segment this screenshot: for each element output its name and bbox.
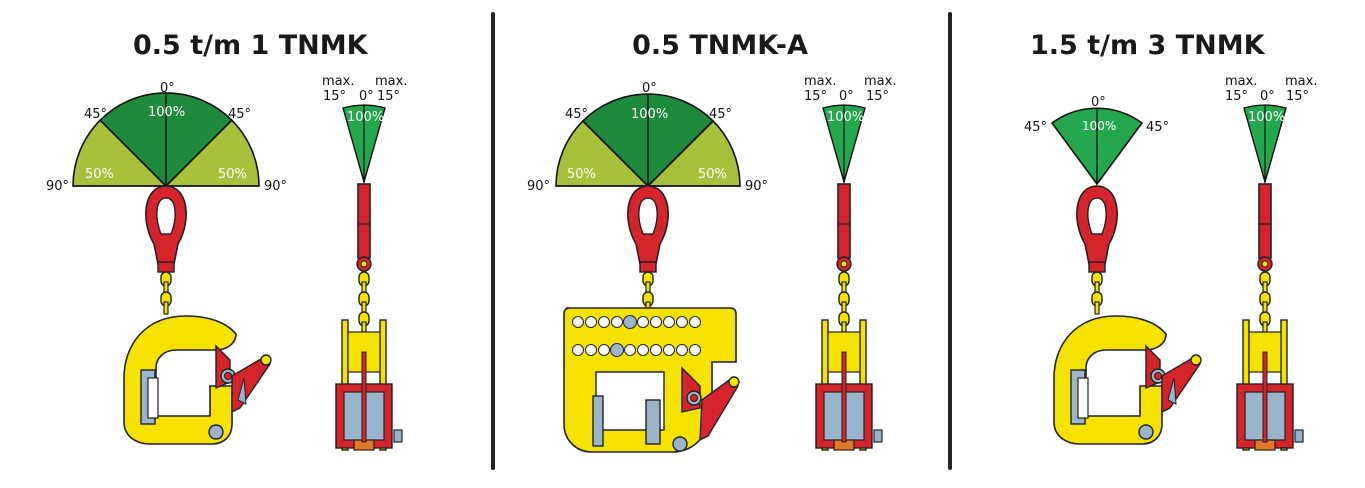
- p2-label-90-right: 90°: [745, 179, 768, 194]
- panel-2-front-clamp-illustration: [563, 185, 740, 453]
- p2-side-pct: 100%: [827, 110, 864, 125]
- panel-1-front-angle-diagram: 0° 45° 45° 90° 90° 100% 50% 50%: [46, 81, 287, 194]
- p2-side-0deg: 0°: [839, 89, 854, 104]
- p1-side-max-right: max.: [375, 74, 407, 89]
- p3-side-max-right: max.: [1285, 74, 1317, 89]
- p3-label-45-right: 45°: [1146, 120, 1169, 135]
- p1-pct-center: 100%: [148, 105, 185, 120]
- p2-label-90-left: 90°: [527, 179, 550, 194]
- p2-pct-left: 50%: [567, 167, 596, 182]
- divider-left: [491, 12, 495, 470]
- beam-hole-row-top: [572, 315, 701, 329]
- p2-label-45-left: 45°: [565, 107, 588, 122]
- p2-pct-right: 50%: [698, 167, 727, 182]
- p3-label-0deg: 0°: [1091, 95, 1106, 110]
- panel-1-front-clamp-illustration: [123, 185, 272, 445]
- panel-1-side-clamp-illustration: [336, 184, 402, 450]
- p1-label-90-right: 90°: [264, 179, 287, 194]
- panel-title-2: 0.5 TNMK-A: [632, 30, 808, 61]
- p2-side-max-right: max.: [864, 74, 896, 89]
- panel-title-3: 1.5 t/m 3 TNMK: [1030, 30, 1265, 61]
- p1-label-45-right: 45°: [228, 107, 251, 122]
- panel-title-1: 0.5 t/m 1 TNMK: [133, 30, 368, 61]
- p3-side-15-right: 15°: [1286, 89, 1309, 104]
- p3-label-45-left: 45°: [1024, 120, 1047, 135]
- p1-side-15-right: 15°: [377, 89, 400, 104]
- panel-2-side-clamp-illustration: [816, 184, 882, 450]
- p3-side-pct: 100%: [1248, 110, 1285, 125]
- p2-side-15-left: 15°: [804, 89, 827, 104]
- p2-label-45-right: 45°: [709, 107, 732, 122]
- p1-side-15-left: 15°: [323, 89, 346, 104]
- p1-label-0deg: 0°: [160, 81, 175, 96]
- p1-side-pct: 100%: [347, 110, 384, 125]
- p3-side-max-left: max.: [1225, 74, 1257, 89]
- p1-side-max-left: max.: [322, 74, 354, 89]
- p2-side-max-left: max.: [804, 74, 836, 89]
- p2-label-0deg: 0°: [642, 81, 657, 96]
- p3-side-0deg: 0°: [1260, 89, 1275, 104]
- p2-pct-center: 100%: [631, 107, 668, 122]
- p1-label-90-left: 90°: [46, 179, 69, 194]
- panel-3-front-angle-diagram: 0° 45° 45° 100%: [1024, 95, 1169, 186]
- panel-3-front-clamp-illustration: [1053, 185, 1202, 445]
- p1-pct-right: 50%: [218, 167, 247, 182]
- panel-3-side-clamp-illustration: [1237, 184, 1303, 450]
- p1-label-45-left: 45°: [84, 107, 107, 122]
- panel-1-side-angle-diagram: max. max. 15° 0° 15° 100%: [322, 74, 407, 185]
- p3-side-15-left: 15°: [1225, 89, 1248, 104]
- p2-side-15-right: 15°: [866, 89, 889, 104]
- p1-side-0deg: 0°: [359, 89, 374, 104]
- panel-2-side-angle-diagram: max. max. 15° 0° 15° 100%: [804, 74, 896, 185]
- p3-pct-center: 100%: [1082, 119, 1116, 133]
- divider-right: [948, 12, 952, 470]
- panel-2-front-angle-diagram: 0° 45° 45° 90° 90° 100% 50% 50%: [527, 81, 768, 194]
- panel-3-side-angle-diagram: max. max. 15° 0° 15° 100%: [1225, 74, 1317, 185]
- p1-pct-left: 50%: [85, 167, 114, 182]
- beam-hole-row-bottom: [572, 343, 701, 357]
